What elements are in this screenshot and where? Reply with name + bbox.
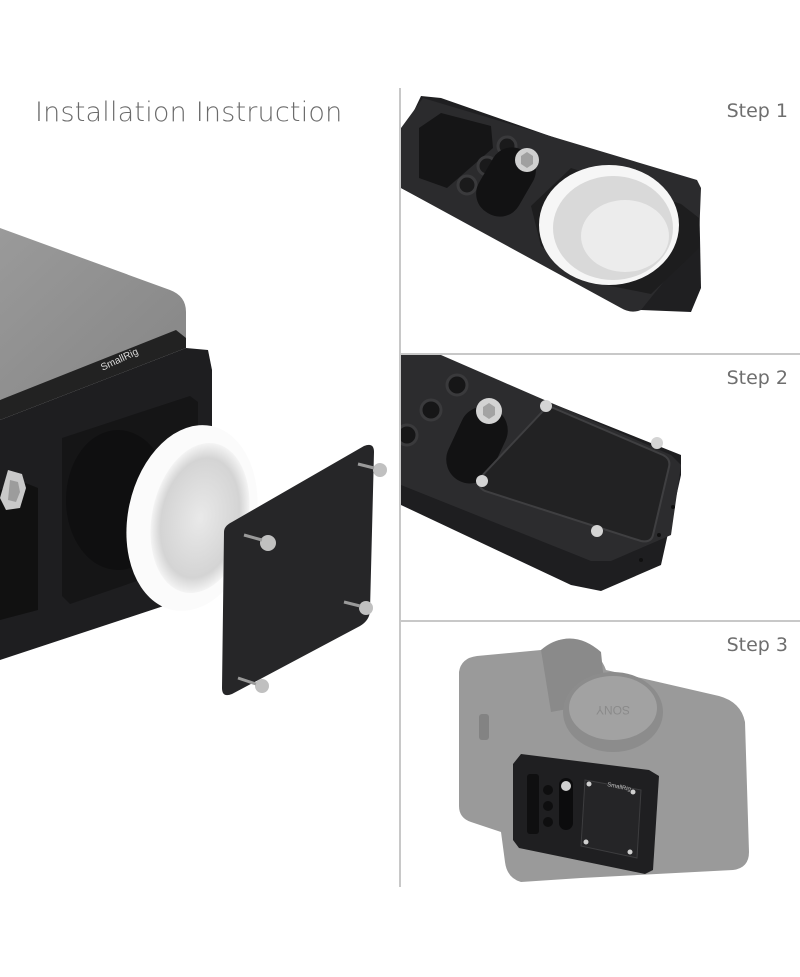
step-2-image	[401, 355, 681, 591]
step-1-label: Step 1	[726, 100, 788, 122]
horizontal-divider-1	[400, 353, 800, 355]
step-1-panel: Step 1	[401, 88, 800, 354]
step-3-image: SONY SmallRig	[459, 638, 749, 882]
step-3-panel: SONY SmallRig Step 3	[401, 622, 800, 887]
main-exploded-illustration: SmallRig	[0, 220, 395, 710]
step-2-panel: Step 2	[401, 355, 800, 620]
lens-cap-text: SONY	[596, 703, 630, 717]
horizontal-divider-2	[400, 620, 800, 622]
page-title: Installation Instruction	[35, 97, 343, 128]
vertical-divider	[399, 88, 401, 887]
step-2-label: Step 2	[726, 367, 788, 389]
brand-logo-text-small: SmallRig	[607, 782, 632, 793]
step-3-label: Step 3	[726, 634, 788, 656]
step-1-image	[401, 96, 701, 312]
